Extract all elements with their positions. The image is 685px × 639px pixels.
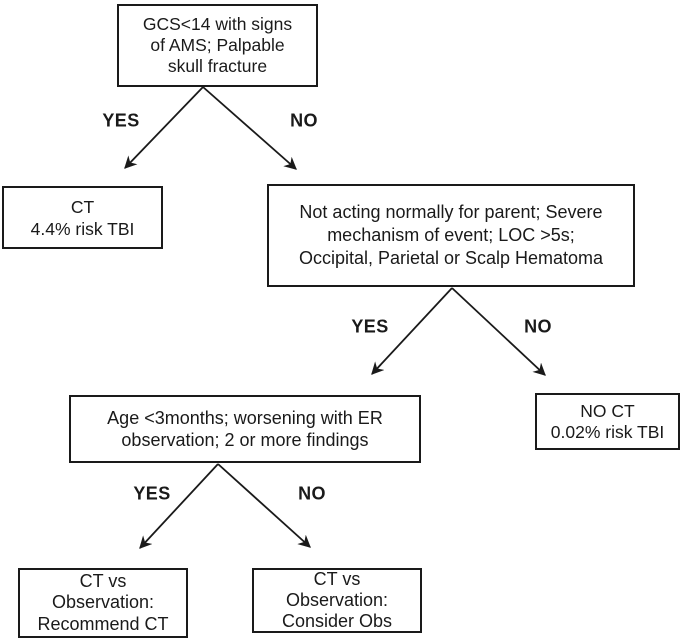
node-line: of AMS; Palpable	[150, 35, 285, 55]
node-line: skull fracture	[167, 56, 268, 76]
node-line: CT vs	[79, 570, 127, 591]
branch-label-level1-no: NO	[290, 110, 318, 131]
node-line: Not acting normally for parent; Severe	[299, 202, 603, 222]
node-intermediate-criteria: Not acting normally for parent; Severe m…	[267, 184, 635, 287]
node-age-worsening-findings: Age <3months; worsening with ER observat…	[69, 395, 421, 463]
branch-label-level2-no: NO	[524, 316, 552, 337]
node-line: Occipital, Parietal or Scalp Hematoma	[298, 248, 604, 268]
branch-label-level1-yes: YES	[102, 110, 140, 131]
node-line: Recommend CT	[37, 613, 169, 634]
node-line: 0.02% risk TBI	[550, 421, 665, 442]
node-gcs-ams-skull-fracture: GCS<14 with signs of AMS; Palpable skull…	[117, 4, 318, 87]
node-line: Age <3months; worsening with ER	[107, 408, 383, 428]
node-recommend-ct: CT vs Observation: Recommend CT	[18, 568, 188, 638]
node-line: Observation:	[285, 590, 389, 610]
arrow-criteria3-no	[217, 463, 311, 548]
branch-label-level3-yes: YES	[133, 483, 171, 504]
node-line: Observation:	[51, 592, 155, 613]
node-line: CT	[70, 196, 95, 217]
arrow-root-no	[202, 86, 297, 170]
branch-label-level2-yes: YES	[351, 316, 389, 337]
node-line: CT vs	[313, 569, 361, 589]
arrow-criteria3-yes	[139, 463, 219, 549]
node-line: mechanism of event; LOC >5s;	[327, 225, 575, 245]
node-line: 4.4% risk TBI	[30, 218, 135, 239]
node-no-ct-low-risk: NO CT 0.02% risk TBI	[535, 393, 680, 450]
node-consider-observation: CT vs Observation: Consider Obs	[252, 568, 422, 633]
node-line: GCS<14 with signs	[142, 14, 293, 34]
branch-label-level3-no: NO	[298, 483, 326, 504]
node-ct-high-risk: CT 4.4% risk TBI	[2, 186, 163, 249]
node-line: Consider Obs	[281, 611, 393, 631]
node-line: observation; 2 or more findings	[121, 430, 369, 450]
node-line: NO CT	[580, 400, 635, 421]
